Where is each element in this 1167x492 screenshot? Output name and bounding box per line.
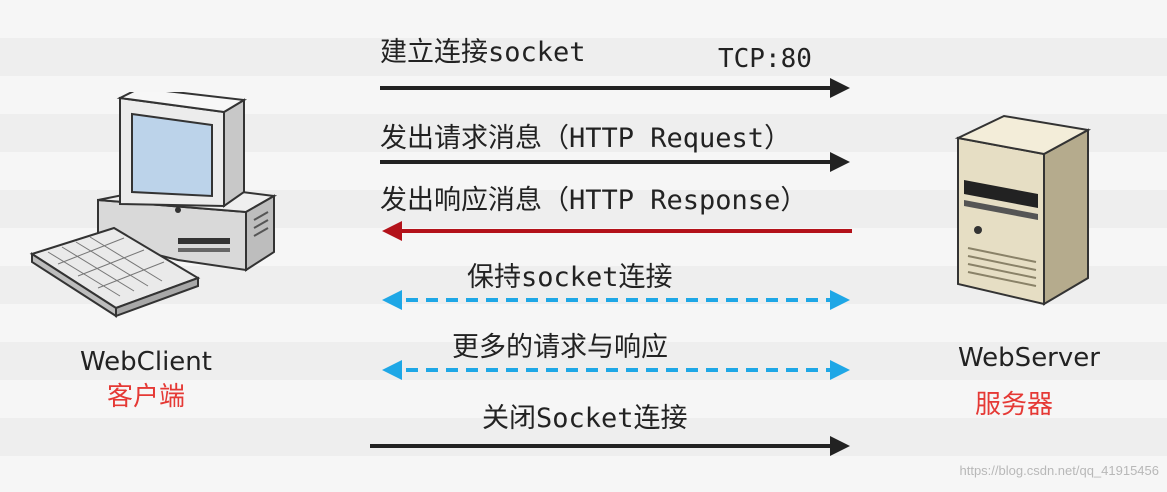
port-label: TCP:80 <box>718 44 812 74</box>
message-label-close: 关闭Socket连接 <box>482 403 688 434</box>
message-label-keepalive: 保持socket连接 <box>467 262 673 293</box>
message-label-more: 更多的请求与响应 <box>452 332 668 363</box>
client-computer-icon <box>29 92 278 318</box>
message-label-connect: 建立连接socket <box>380 37 586 68</box>
server-name-cn: 服务器 <box>975 390 1054 420</box>
server-tower-icon <box>954 114 1092 306</box>
message-label-response: 发出响应消息（HTTP Response） <box>380 185 808 216</box>
client-name: WebClient <box>80 347 212 377</box>
client-name-cn: 客户端 <box>107 382 186 412</box>
watermark: https://blog.csdn.net/qq_41915456 <box>959 463 1160 478</box>
server-name: WebServer <box>958 343 1100 373</box>
message-label-request: 发出请求消息（HTTP Request） <box>380 123 792 154</box>
